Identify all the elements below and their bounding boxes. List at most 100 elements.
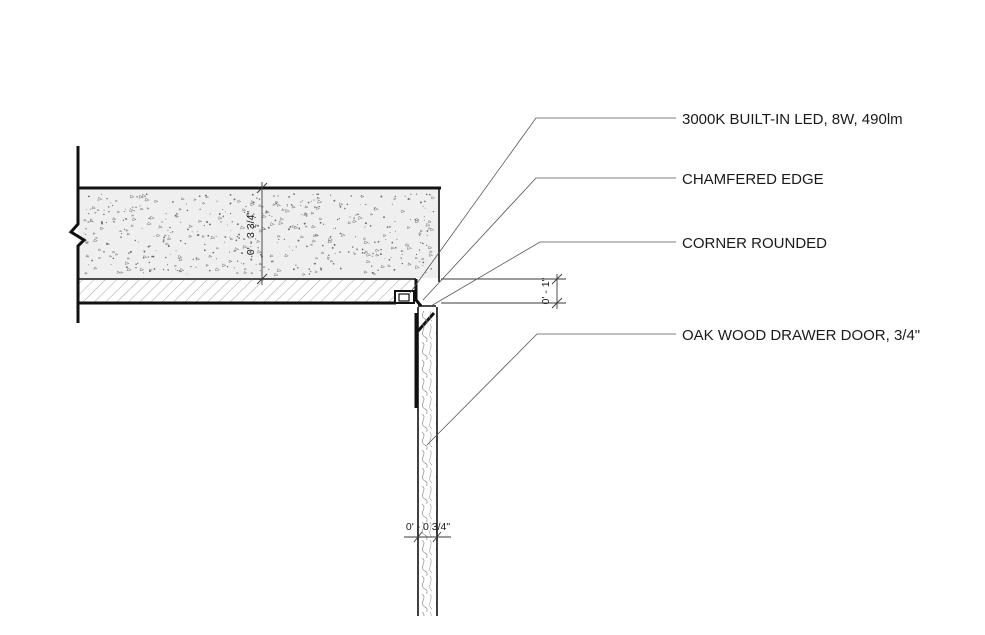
- concrete-speck: [415, 193, 418, 195]
- concrete-speck: [418, 232, 423, 235]
- concrete-speck: [161, 221, 163, 223]
- concrete-speck: [363, 270, 368, 274]
- concrete-speck: [187, 228, 189, 231]
- concrete-speck: [256, 239, 261, 243]
- leader-corner: [430, 241, 676, 307]
- concrete-speck: [271, 215, 273, 217]
- concrete-speck: [123, 211, 125, 213]
- concrete-speck: [162, 268, 165, 271]
- concrete-speck: [177, 254, 183, 259]
- concrete-speck: [320, 267, 322, 270]
- concrete-speck: [334, 252, 336, 254]
- concrete-speck: [85, 241, 90, 245]
- concrete-speck: [175, 268, 177, 270]
- concrete-speck: [265, 210, 271, 214]
- concrete-speck: [317, 193, 319, 195]
- concrete-speck: [257, 249, 263, 254]
- concrete-speck: [353, 251, 354, 253]
- concrete-speck: [205, 264, 210, 267]
- countertop-slab: [78, 186, 441, 282]
- concrete-speck: [242, 237, 247, 241]
- concrete-speck: [176, 215, 180, 218]
- concrete-speck: [377, 240, 380, 243]
- concrete-speck: [185, 203, 188, 205]
- concrete-speck: [106, 197, 108, 200]
- leader-door: [426, 333, 676, 446]
- substrate-layer: [78, 280, 415, 305]
- concrete-speck: [202, 202, 206, 205]
- concrete-speck: [237, 199, 242, 203]
- concrete-speck: [119, 229, 123, 233]
- concrete-speck: [245, 213, 250, 217]
- concrete-speck: [165, 256, 167, 259]
- concrete-speck: [250, 255, 253, 258]
- concrete-speck: [319, 217, 323, 221]
- concrete-speck: [329, 236, 332, 238]
- concrete-speck: [333, 228, 335, 230]
- concrete-speck: [384, 258, 386, 259]
- concrete-speck: [258, 198, 261, 200]
- concrete-speck: [134, 210, 135, 212]
- concrete-speck: [294, 225, 299, 229]
- concrete-speck: [135, 206, 137, 209]
- concrete-speck: [115, 199, 118, 202]
- concrete-speck: [273, 272, 279, 277]
- concrete-speck: [166, 264, 169, 266]
- concrete-speck: [85, 254, 90, 258]
- concrete-speck: [126, 267, 132, 272]
- concrete-speck: [313, 205, 318, 209]
- concrete-speck: [422, 205, 424, 208]
- concrete-speck: [240, 225, 246, 230]
- concrete-speck: [149, 215, 155, 220]
- concrete-speck: [143, 272, 145, 274]
- concrete-speck: [316, 193, 318, 195]
- concrete-speck: [311, 224, 317, 229]
- concrete-speck: [147, 221, 152, 226]
- concrete-speck: [198, 219, 203, 223]
- concrete-speck: [112, 217, 117, 221]
- concrete-speck: [135, 263, 137, 266]
- concrete-speck: [316, 196, 321, 200]
- concrete-speck: [314, 262, 316, 265]
- concrete-speck: [393, 197, 397, 200]
- concrete-speck: [142, 255, 148, 259]
- concrete-speck: [364, 222, 367, 225]
- concrete-speck: [312, 194, 314, 196]
- concrete-speck: [361, 248, 364, 251]
- concrete-speck: [428, 220, 432, 224]
- concrete-speck: [326, 256, 331, 259]
- concrete-speck: [353, 217, 355, 219]
- concrete-speck: [230, 229, 232, 231]
- concrete-speck: [152, 255, 155, 258]
- concrete-speck: [255, 238, 257, 240]
- concrete-speck: [125, 229, 129, 232]
- concrete-speck: [172, 231, 174, 233]
- concrete-speck: [391, 241, 394, 244]
- concrete-speck: [141, 228, 143, 230]
- concrete-speck: [167, 245, 170, 248]
- concrete-speck: [176, 269, 179, 272]
- concrete-speck: [423, 219, 425, 221]
- concrete-speck: [179, 239, 182, 242]
- concrete-speck: [148, 245, 150, 247]
- concrete-speck: [289, 226, 292, 228]
- concrete-speck: [241, 252, 243, 255]
- concrete-speckle: [83, 193, 436, 277]
- concrete-speck: [304, 205, 309, 209]
- concrete-speck: [418, 249, 421, 251]
- concrete-speck: [206, 221, 209, 223]
- concrete-speck: [404, 195, 406, 197]
- concrete-speck: [320, 268, 323, 271]
- concrete-speck: [175, 212, 179, 215]
- concrete-speck: [300, 235, 305, 239]
- concrete-speck: [350, 195, 353, 197]
- concrete-speck: [250, 271, 254, 275]
- concrete-speck: [168, 235, 170, 237]
- concrete-speck: [277, 234, 281, 238]
- concrete-speck: [415, 256, 419, 260]
- concrete-speck: [209, 223, 211, 226]
- concrete-speck: [410, 193, 412, 195]
- concrete-speck: [228, 259, 233, 263]
- concrete-speck: [374, 241, 376, 243]
- concrete-speck: [419, 261, 421, 263]
